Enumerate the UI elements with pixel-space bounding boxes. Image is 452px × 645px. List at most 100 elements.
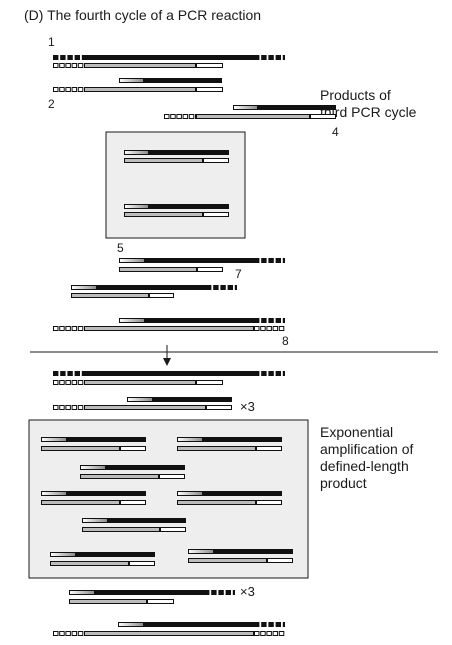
strand-segment-gray <box>84 326 254 331</box>
strand-block-white <box>195 114 197 119</box>
strand-block-white <box>260 631 266 636</box>
strand-block-white <box>188 114 195 119</box>
label-exponential-amplification: Exponential amplification of defined-len… <box>320 424 414 491</box>
strand-segment-white <box>310 114 336 119</box>
strand-segment-primer <box>124 204 149 209</box>
strand-block-white <box>278 631 285 636</box>
strand-block-black <box>53 371 59 376</box>
strand-segment-white <box>159 474 185 479</box>
strand-block-black <box>74 371 80 376</box>
strand-segment-black <box>149 204 229 209</box>
strand-block-black <box>275 318 281 323</box>
strand-segment-white <box>196 380 223 385</box>
strand-block-black <box>67 371 73 376</box>
strand-block-black <box>254 55 260 60</box>
strand-segment-black <box>67 491 146 496</box>
strand-block-black <box>282 55 285 60</box>
strand-segment-white <box>197 267 223 272</box>
strand-block-white <box>59 380 65 385</box>
strand-block-black <box>232 590 235 595</box>
strand-segment-white <box>203 158 229 163</box>
product-number-4: 4 <box>332 125 339 139</box>
strand-block-black <box>213 285 219 290</box>
strand-block-white <box>71 631 78 636</box>
strand-block-white <box>65 63 71 68</box>
strand-segment-primer <box>119 318 145 323</box>
strand-segment-gray <box>177 446 256 451</box>
strand-segment-primer <box>69 590 95 595</box>
strand-segment-primer <box>50 552 76 557</box>
strand-segment-gray <box>84 87 196 92</box>
strand-segment-black <box>149 150 229 155</box>
strand-block-white <box>254 326 260 331</box>
strand-segment-black <box>76 552 155 557</box>
strand-block-black <box>275 55 281 60</box>
strand-block-white <box>65 631 71 636</box>
strand-block-white <box>77 326 84 331</box>
strand-block-white <box>182 114 189 119</box>
strand-block-black <box>268 55 274 60</box>
strand-segment-white <box>206 405 232 410</box>
strand-block-white <box>59 631 65 636</box>
strand-segment-black <box>84 371 254 376</box>
strand-block-black <box>204 590 210 595</box>
strand-block-white <box>53 63 59 68</box>
strand-segment-white <box>256 446 282 451</box>
figure-title: (D) The fourth cycle of a PCR reaction <box>24 7 262 23</box>
strand-segment-primer <box>118 622 144 627</box>
strand-block-black <box>268 371 274 376</box>
strand-block-white <box>53 87 59 92</box>
strand-segment-primer <box>124 150 149 155</box>
strand-block-white <box>77 87 84 92</box>
product-number-1: 1 <box>48 35 55 49</box>
strand-segment-black <box>203 437 282 442</box>
strand-segment-gray <box>84 63 196 68</box>
strand-segment-black <box>144 622 254 627</box>
strand-segment-gray <box>124 212 203 217</box>
strand-segment-primer <box>71 285 97 290</box>
product-number-7: 7 <box>235 267 242 281</box>
strand-block-black <box>282 258 285 263</box>
strand-block-white <box>164 114 170 119</box>
strand-block-white <box>65 380 71 385</box>
strand-block-white <box>176 114 182 119</box>
strand-block-black <box>282 371 285 376</box>
strand-segment-gray <box>82 527 160 532</box>
strand-segment-gray <box>177 500 256 505</box>
strand-block-black <box>261 55 267 60</box>
strand-block-white <box>77 63 84 68</box>
strand-block-black <box>261 622 267 627</box>
strand-block-black <box>234 285 237 290</box>
strand-segment-primer <box>119 78 144 83</box>
strand-segment-white <box>267 558 293 563</box>
strand-block-black <box>261 318 267 323</box>
strand-block-black <box>53 55 59 60</box>
strand-segment-primer <box>177 491 203 496</box>
strand-block-black <box>254 318 260 323</box>
strand-block-white <box>77 405 84 410</box>
strand-block-black <box>254 622 260 627</box>
strand-block-black <box>268 258 274 263</box>
strand-segment-primer <box>188 549 214 554</box>
strand-segment-gray <box>124 158 203 163</box>
strand-block-white <box>59 63 65 68</box>
strand-segment-black <box>153 397 232 402</box>
strand-segment-primer <box>177 437 203 442</box>
strand-segment-white <box>149 293 174 298</box>
strand-segment-black <box>95 590 204 595</box>
strand-block-black <box>220 285 226 290</box>
strand-segment-primer <box>82 518 108 523</box>
strand-block-black <box>60 371 66 376</box>
strand-block-white <box>77 380 84 385</box>
strand-block-black <box>74 55 80 60</box>
strand-segment-black <box>108 518 186 523</box>
strand-segment-gray <box>41 500 120 505</box>
strand-block-black <box>254 258 260 263</box>
strand-block-white <box>53 405 59 410</box>
strand-segment-gray <box>80 474 159 479</box>
third-cycle-box <box>105 131 246 239</box>
strand-segment-gray <box>71 293 149 298</box>
multiplier-lower: ×3 <box>240 584 255 599</box>
strand-block-white <box>71 326 78 331</box>
strand-block-white <box>272 631 279 636</box>
